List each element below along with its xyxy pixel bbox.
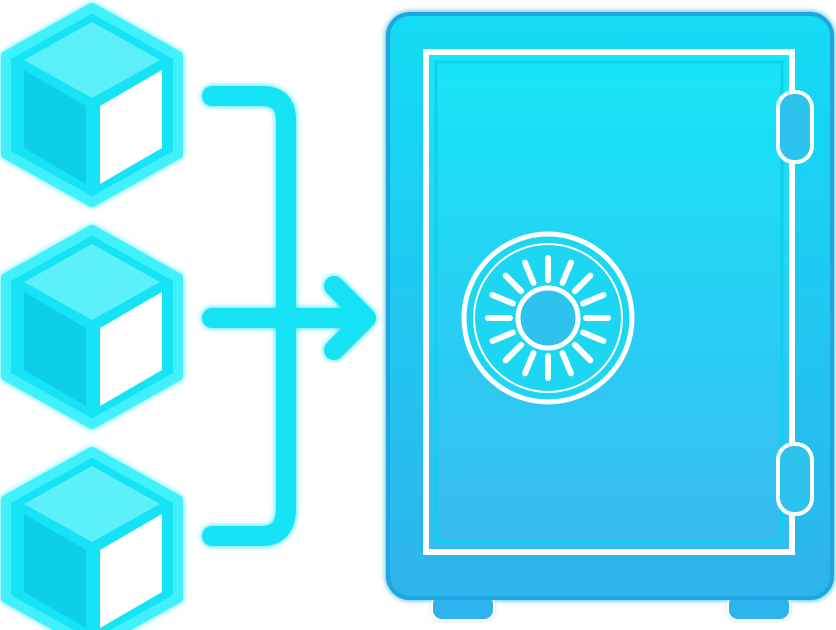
safe-hinge-top	[776, 90, 814, 164]
safe-hinge-bottom	[776, 442, 814, 516]
cube-icon-middle	[6, 230, 178, 424]
cube-icon-bottom	[6, 452, 178, 630]
safe-icon	[386, 12, 834, 621]
merge-arrow-icon	[202, 86, 376, 546]
combination-dial-icon	[461, 231, 635, 405]
cube-icon-top	[6, 8, 178, 202]
